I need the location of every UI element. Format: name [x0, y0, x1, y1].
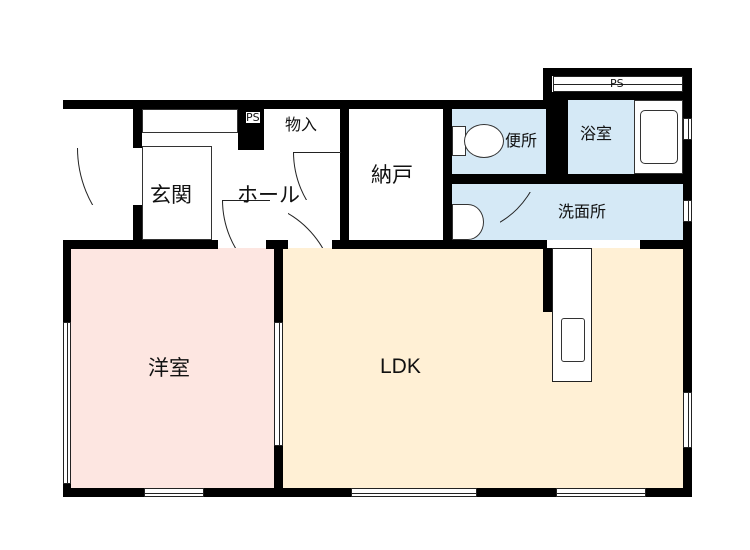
window-western-left	[63, 322, 71, 484]
western-room-floor	[70, 248, 274, 488]
toilet-bowl-icon	[464, 124, 504, 158]
storage-shelf	[142, 109, 238, 133]
label-bath: 浴室	[580, 124, 613, 143]
window-ldk-bottom-1	[351, 488, 477, 497]
label-ldk: LDK	[380, 355, 421, 378]
wall-top-left	[63, 100, 453, 109]
wall-nando-left	[340, 100, 349, 248]
bath-floor	[568, 100, 634, 174]
bathtub-inner-icon	[640, 110, 678, 164]
label-washroom: 洗面所	[558, 202, 607, 221]
kitchen-counter	[552, 248, 592, 382]
washroom-floor	[452, 184, 683, 240]
wall-ps-left	[543, 68, 552, 108]
wall-ps-bottom	[543, 92, 692, 100]
wall-genkan-left-lower	[133, 205, 142, 248]
window-western-bottom	[144, 488, 204, 497]
label-ps-hall: PS	[246, 111, 260, 124]
label-nando: 納戸	[371, 163, 413, 187]
wash-basin-icon	[452, 204, 484, 240]
label-ps-top: PS	[610, 77, 624, 90]
wall-ps-top	[543, 68, 692, 76]
wall-right	[683, 68, 692, 497]
label-hall: ホール	[237, 183, 300, 207]
window-wash-right	[683, 200, 692, 222]
label-storage: 物入	[285, 115, 318, 134]
label-toilet: 便所	[505, 131, 538, 150]
wall-wet-left	[443, 100, 452, 248]
label-genkan: 玄関	[150, 183, 192, 207]
ps-panel	[553, 76, 683, 92]
wall-mid-horizontal-far-right	[640, 240, 692, 249]
window-ldk-right	[683, 392, 692, 448]
label-western-room: 洋室	[148, 356, 190, 380]
wall-toilet-top	[443, 100, 553, 109]
genkan-step	[142, 146, 212, 240]
wall-mid-horizontal-left	[63, 240, 218, 249]
ldk-floor	[283, 248, 683, 488]
window-bath-right	[683, 118, 692, 140]
kitchen-sink-icon	[561, 318, 585, 362]
wall-genkan-left	[133, 100, 142, 148]
wall-mid-horizontal-right	[332, 240, 547, 249]
wall-toilet-bath	[546, 92, 568, 184]
window-divider	[274, 322, 283, 446]
window-ldk-bottom-2	[556, 488, 646, 497]
wall-wet-mid	[443, 174, 692, 184]
wall-kitchen	[543, 248, 552, 312]
